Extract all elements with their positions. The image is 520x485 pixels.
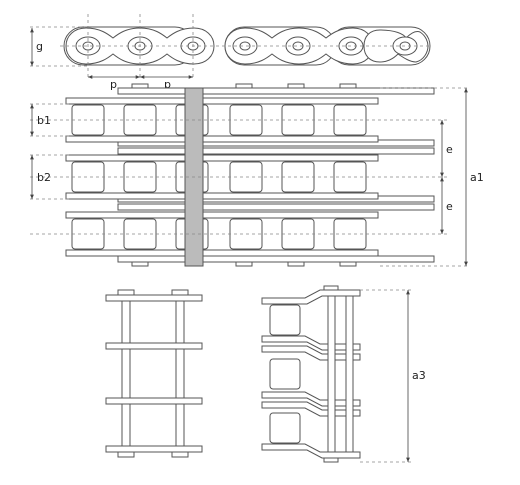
top-centerlines [30, 14, 430, 80]
label-e: e [446, 200, 453, 213]
inner-plate [65, 154, 379, 162]
inner-plate [65, 211, 379, 219]
label-p: p [110, 78, 117, 91]
outer-link-top-view [105, 289, 203, 458]
outer-plate [117, 203, 435, 211]
chain-top-view [65, 83, 435, 267]
inner-plate [65, 135, 379, 143]
inner-plate [65, 249, 379, 257]
dimension-b2: b2 [30, 155, 51, 199]
offset-link-top-view [261, 285, 361, 463]
dimension-e: e e [440, 120, 453, 234]
inner-plate [65, 192, 379, 200]
dimension-g: g [30, 28, 43, 66]
mid-centerlines [30, 87, 470, 267]
label-a1: a1 [470, 171, 484, 184]
label-p: p [164, 78, 171, 91]
label-g: g [36, 40, 43, 53]
pin-heads [131, 83, 357, 267]
outer-plate [117, 87, 435, 95]
dimension-b1: b1 [30, 104, 51, 136]
dimension-a3: a3 [406, 290, 426, 462]
dimension-p: p p [88, 75, 193, 91]
chain-side-view [63, 26, 431, 66]
label-e: e [446, 143, 453, 156]
inner-plate [65, 97, 379, 105]
label-a3: a3 [412, 369, 426, 382]
dimension-a1: a1 [464, 88, 484, 266]
label-b1: b1 [37, 114, 51, 127]
bottom-centerlines [360, 289, 412, 463]
outer-plate [117, 147, 435, 155]
label-b2: b2 [37, 171, 51, 184]
outer-plate [117, 255, 435, 263]
